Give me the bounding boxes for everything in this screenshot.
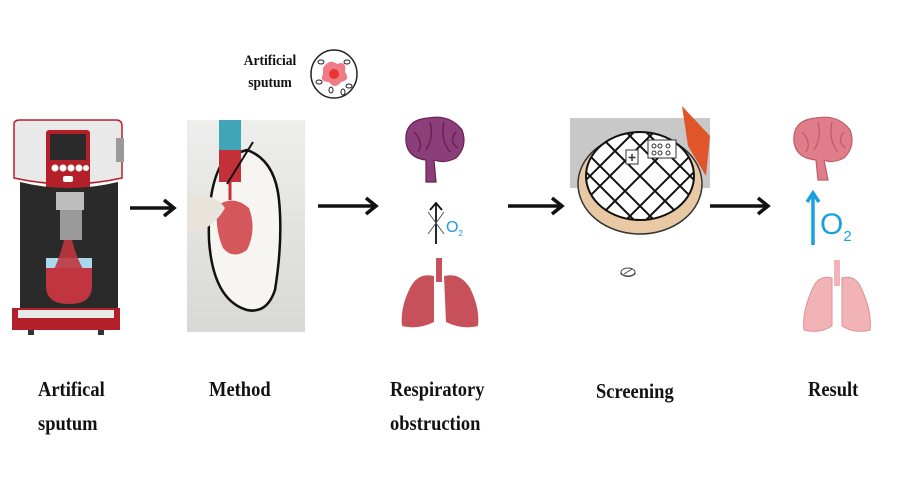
flow-arrow-1 <box>128 198 178 218</box>
method-photo <box>187 120 305 332</box>
screening-sieve-illustration <box>570 106 710 256</box>
step-label-method: Method <box>209 372 271 406</box>
oxygen-label-result: O2 <box>820 208 852 245</box>
label-line-1: Result <box>808 377 859 401</box>
oxygen-label-obstructed: O2 <box>446 219 463 238</box>
callout-line-1: Artificial <box>243 53 297 69</box>
increased-oxygen-arrow-icon <box>805 189 821 246</box>
label-line-1: Artifical <box>38 377 105 401</box>
label-line-1: Respiratory <box>390 377 485 401</box>
flow-arrow-4 <box>708 196 774 216</box>
oxygen-subscript: 2 <box>843 228 852 245</box>
label-line-2: obstruction <box>390 411 481 435</box>
step-label-respiratory-obstruction: Respiratory obstruction <box>390 372 484 440</box>
oxygen-symbol: O <box>446 219 459 236</box>
flow-arrow-2 <box>316 196 382 216</box>
step-label-screening: Screening <box>596 374 674 408</box>
label-line-1: Method <box>209 377 271 401</box>
brain-icon-healthy <box>788 112 858 182</box>
sputum-microscope-icon <box>309 48 359 100</box>
step-label-artificial-sputum: Artifical sputum <box>38 372 105 440</box>
brain-icon-obstructed <box>400 112 470 184</box>
pill-icon <box>619 266 637 280</box>
step-label-result: Result <box>808 372 858 406</box>
label-line-1: Screening <box>596 379 674 403</box>
callout-line-2: sputum <box>248 75 292 91</box>
blocked-oxygen-arrow-icon <box>426 200 446 246</box>
oxygen-subscript: 2 <box>458 229 463 239</box>
label-line-2: sputum <box>38 411 98 435</box>
lungs-icon-healthy <box>802 260 872 336</box>
sputum-machine-illustration <box>8 118 124 336</box>
lungs-icon-obstructed <box>398 258 482 332</box>
oxygen-symbol: O <box>820 208 844 241</box>
artificial-sputum-callout: Artificial sputum <box>239 50 300 94</box>
flow-arrow-3 <box>506 196 568 216</box>
